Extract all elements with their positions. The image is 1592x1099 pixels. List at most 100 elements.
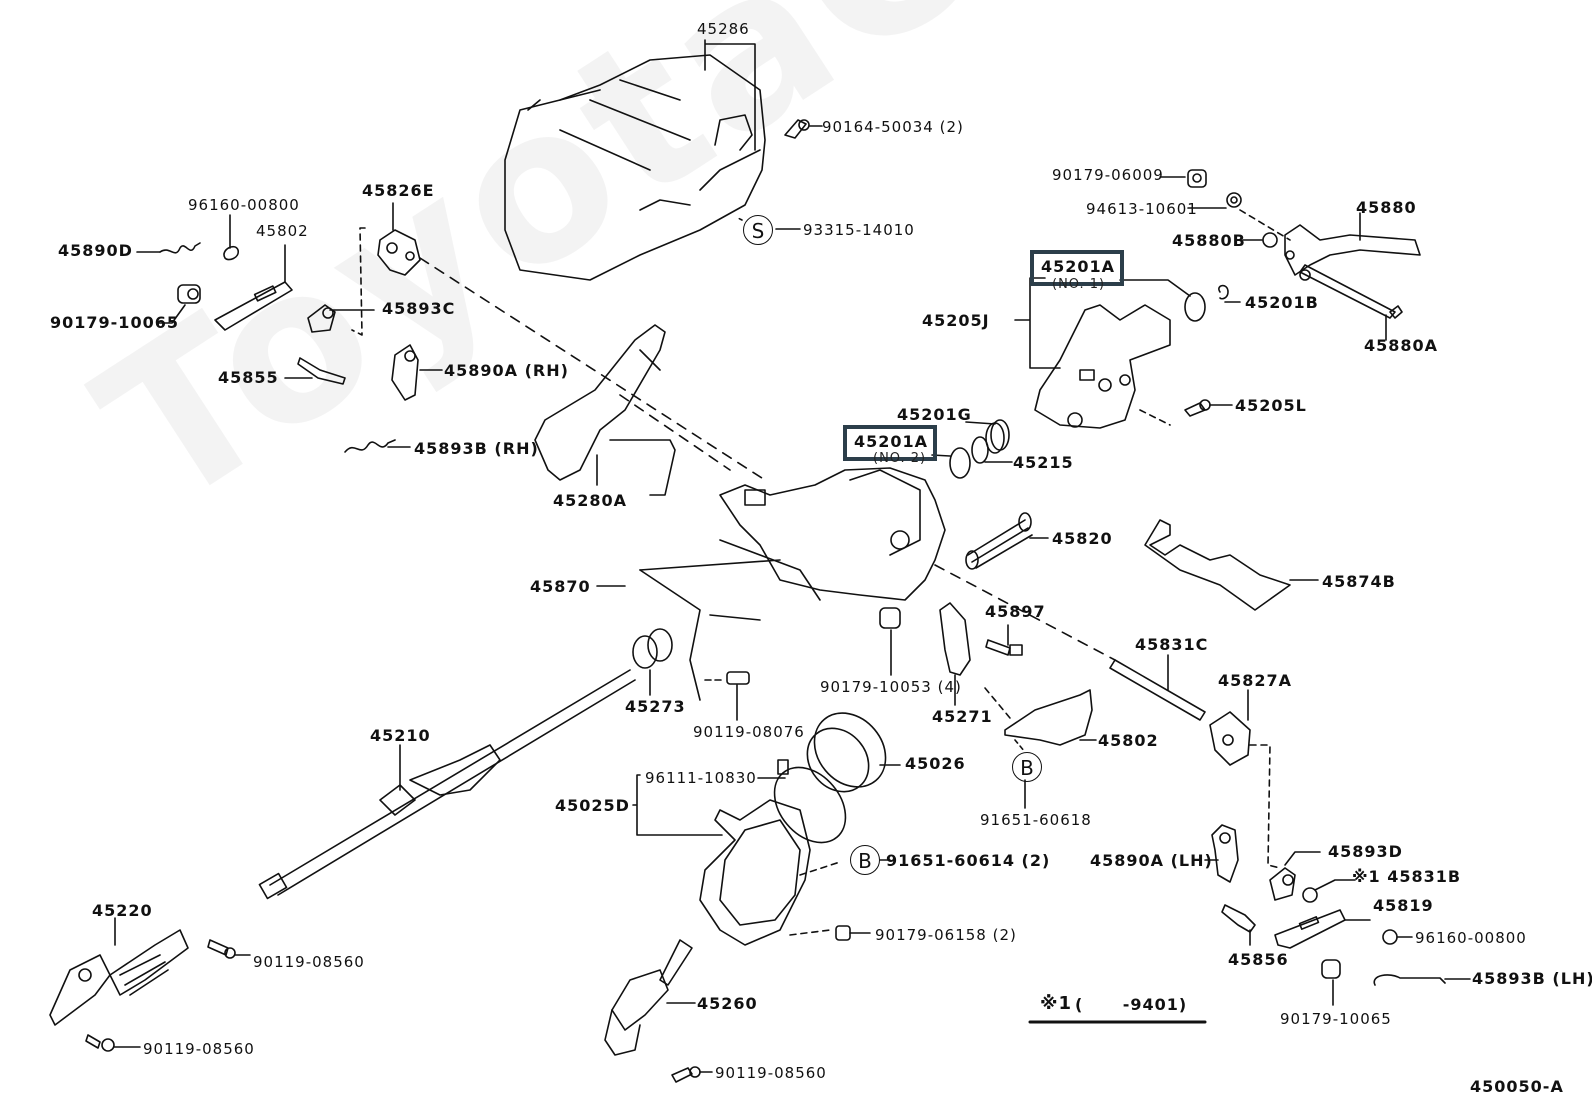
shaft-45210-part	[258, 669, 636, 900]
label-45831b[interactable]: ※1 45831B	[1352, 867, 1462, 886]
leader-45831b	[1314, 879, 1356, 891]
marker-b-2: B	[850, 845, 880, 875]
label-45890a-lh[interactable]: 45890A (LH)	[1090, 851, 1213, 870]
plate-45827a-part	[1209, 711, 1251, 766]
lever-45880-part	[1284, 224, 1421, 281]
label-90179-10053[interactable]: 90179-10053 (4)	[820, 678, 962, 696]
footnote-symbol: ※1	[1040, 993, 1073, 1014]
marker-b-1: B	[1012, 752, 1042, 782]
label-45893d[interactable]: 45893D	[1328, 842, 1403, 861]
label-96160-00800-a[interactable]: 96160-00800	[188, 196, 300, 214]
label-45201g[interactable]: 45201G	[897, 405, 972, 424]
column-cover-part	[504, 54, 766, 281]
label-45220[interactable]: 45220	[92, 901, 153, 920]
leader-90179-10065a	[157, 304, 186, 324]
bracket-45280a-part	[534, 324, 676, 496]
label-94613-10601[interactable]: 94613-10601	[1086, 200, 1198, 218]
label-45210[interactable]: 45210	[370, 726, 431, 745]
nut-90179-06158-part	[835, 925, 851, 941]
label-45880a[interactable]: 45880A	[1364, 336, 1439, 355]
bushing-45273-part	[632, 628, 673, 669]
label-45870[interactable]: 45870	[530, 577, 591, 596]
pin-45897-part	[985, 639, 1023, 656]
label-45890d[interactable]: 45890D	[58, 241, 133, 260]
bolt-90119-08560a-part	[207, 939, 236, 959]
label-45855[interactable]: 45855	[218, 368, 279, 387]
label-45856[interactable]: 45856	[1228, 950, 1289, 969]
dashed-line-main-3	[934, 564, 1116, 661]
figure-code: 450050-A	[1470, 1077, 1564, 1096]
nut-90179-10065b-part	[1321, 959, 1341, 979]
nut-45880b-part	[1262, 232, 1278, 248]
leader-45893d	[1284, 851, 1321, 866]
label-90179-06009[interactable]: 90179-06009	[1052, 166, 1164, 184]
label-45880b[interactable]: 45880B	[1172, 231, 1246, 250]
leader-45201a-no1	[1119, 279, 1191, 297]
label-45026[interactable]: 45026	[905, 754, 966, 773]
label-45893c[interactable]: 45893C	[382, 299, 456, 318]
label-45890a-rh[interactable]: 45890A (RH)	[444, 361, 569, 380]
lever-45890a-lh-part	[1211, 824, 1239, 883]
label-45280a[interactable]: 45280A	[553, 491, 628, 510]
plate-45819-part	[1274, 909, 1346, 949]
label-45201a-no1[interactable]: 45201A	[1041, 257, 1116, 276]
label-45215[interactable]: 45215	[1013, 453, 1074, 472]
label-90119-08076[interactable]: 90119-08076	[693, 723, 805, 741]
clip-96160-part	[223, 245, 239, 261]
leader-45286	[704, 39, 756, 151]
label-45874b[interactable]: 45874B	[1322, 572, 1396, 591]
label-96111-10830[interactable]: 96111-10830	[645, 769, 757, 787]
label-91651-60618[interactable]: 91651-60618	[980, 811, 1092, 829]
label-45286[interactable]: 45286	[697, 20, 750, 38]
label-91651-60614[interactable]: 91651-60614 (2)	[886, 851, 1051, 870]
label-90164-50034[interactable]: 90164-50034 (2)	[822, 118, 964, 136]
boot-45026-part	[806, 712, 887, 793]
label-96160-00800-b[interactable]: 96160-00800	[1415, 929, 1527, 947]
label-45205l[interactable]: 45205L	[1235, 396, 1307, 415]
label-45880[interactable]: 45880	[1356, 198, 1417, 217]
bushing-45893c-part	[307, 304, 336, 333]
spring-45820-part	[965, 512, 1033, 570]
label-45201b[interactable]: 45201B	[1245, 293, 1319, 312]
label-45831c[interactable]: 45831C	[1135, 635, 1209, 654]
label-45820[interactable]: 45820	[1052, 529, 1113, 548]
label-45826e[interactable]: 45826E	[362, 181, 435, 200]
rod-45831c-part	[1109, 659, 1206, 721]
plate-45025d-part	[699, 799, 811, 946]
bushing-45893d-part	[1269, 867, 1296, 901]
label-45273[interactable]: 45273	[625, 697, 686, 716]
label-45260[interactable]: 45260	[697, 994, 758, 1013]
label-45802-a[interactable]: 45802	[256, 222, 309, 240]
label-90179-06158[interactable]: 90179-06158 (2)	[875, 926, 1017, 944]
label-90119-08560-c[interactable]: 90119-08560	[715, 1064, 827, 1082]
label-90119-08560-b[interactable]: 90119-08560	[143, 1040, 255, 1058]
label-45893b-rh[interactable]: 45893B (RH)	[414, 439, 539, 458]
label-45025d[interactable]: 45025D	[555, 796, 630, 815]
label-45802-b[interactable]: 45802	[1098, 731, 1159, 750]
washer-45831b-part	[1302, 887, 1318, 903]
leader-45205j	[1014, 277, 1061, 369]
housing-45205j-part	[1034, 304, 1171, 429]
ring-45215-part	[971, 436, 989, 464]
label-45819[interactable]: 45819	[1373, 896, 1434, 915]
label-45827a[interactable]: 45827A	[1218, 671, 1293, 690]
label-45897[interactable]: 45897	[985, 602, 1046, 621]
label-45893b-lh[interactable]: 45893B (LH)	[1472, 969, 1592, 988]
label-90119-08560-a[interactable]: 90119-08560	[253, 953, 365, 971]
spring-45893b-lh-part	[1373, 974, 1446, 986]
pin-45855-part	[297, 357, 346, 385]
label-45201a-no1-sub: (NO. 1)	[1052, 277, 1106, 292]
label-45271[interactable]: 45271	[932, 707, 993, 726]
label-45201a-no2[interactable]: 45201A	[854, 432, 929, 451]
label-90179-10065-b[interactable]: 90179-10065	[1280, 1010, 1392, 1028]
nut-90179-10053-part	[879, 607, 901, 629]
label-90179-10065-a[interactable]: 90179-10065	[50, 313, 179, 332]
label-45205j[interactable]: 45205J	[922, 311, 990, 330]
column-body-part	[639, 467, 946, 701]
bolt-45205l-part	[1184, 399, 1211, 417]
marker-s: S	[743, 215, 773, 245]
label-93315-14010[interactable]: 93315-14010	[803, 221, 915, 239]
ujoint-45260-part	[604, 939, 693, 1056]
bolt-90119-08076-part	[726, 671, 750, 685]
